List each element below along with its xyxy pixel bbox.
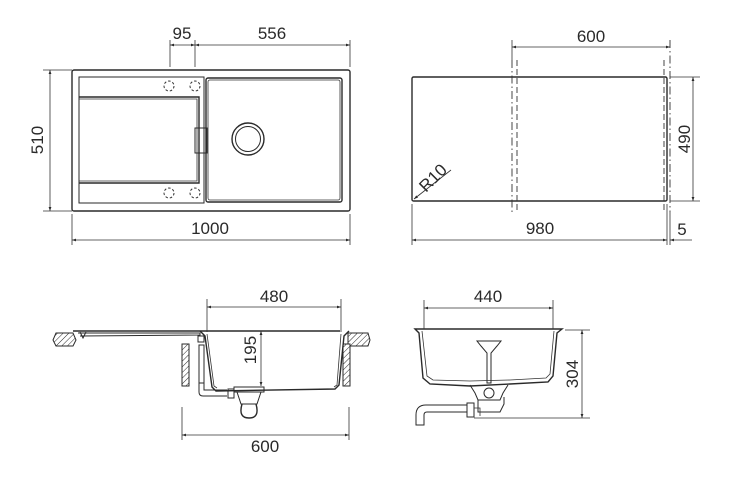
bowl-section <box>199 330 350 392</box>
dim-edge-offset: 5 <box>677 220 686 239</box>
tap-hole-icon <box>163 80 175 92</box>
countertop-section <box>52 332 77 347</box>
dim-front-bowl-width: 440 <box>474 287 502 306</box>
dim-bowl-width: 556 <box>258 24 286 43</box>
top-view: 95 556 510 1000 <box>28 24 351 245</box>
plug-strainer <box>475 340 503 384</box>
dim-cutout-depth: 490 <box>675 125 694 153</box>
dim-cutout-width: 980 <box>526 219 554 238</box>
dim-overall-depth: 510 <box>28 126 47 154</box>
overflow-pipe <box>198 344 205 384</box>
dim-side-bowl-width: 480 <box>260 287 288 306</box>
dim-total-height: 304 <box>563 360 582 388</box>
drainer-panel <box>79 96 200 184</box>
side-section: 480 195 600 <box>52 287 371 456</box>
dim-overall-width: 1000 <box>191 219 229 238</box>
dim-drainer-offset: 95 <box>173 24 192 43</box>
countertop-section <box>347 332 371 347</box>
waste-fitting <box>233 386 265 393</box>
dim-side-cabinet-width: 600 <box>251 437 279 456</box>
cabinet-wall <box>181 343 190 387</box>
dim-bowl-depth: 195 <box>241 336 260 364</box>
waste-trap <box>240 403 258 419</box>
drainer-area <box>78 76 205 204</box>
tap-hole-icon <box>189 187 201 199</box>
front-bowl-section <box>413 328 564 387</box>
cabinet-wall <box>342 343 351 387</box>
tap-hole-icon <box>189 80 201 92</box>
tap-hole-icon <box>163 187 175 199</box>
overflow-slot <box>194 127 208 154</box>
cutout-outline <box>411 76 668 202</box>
cutout-view: 600 490 R10 980 5 <box>411 27 700 245</box>
sink-outline <box>71 69 351 212</box>
front-section: 440 304 <box>413 287 590 426</box>
bowl-outline <box>205 77 343 203</box>
dim-corner-radius: R10 <box>415 160 450 195</box>
dim-cabinet-width: 600 <box>577 27 605 46</box>
drain-pipe <box>415 404 467 426</box>
drain-icon <box>231 122 265 156</box>
